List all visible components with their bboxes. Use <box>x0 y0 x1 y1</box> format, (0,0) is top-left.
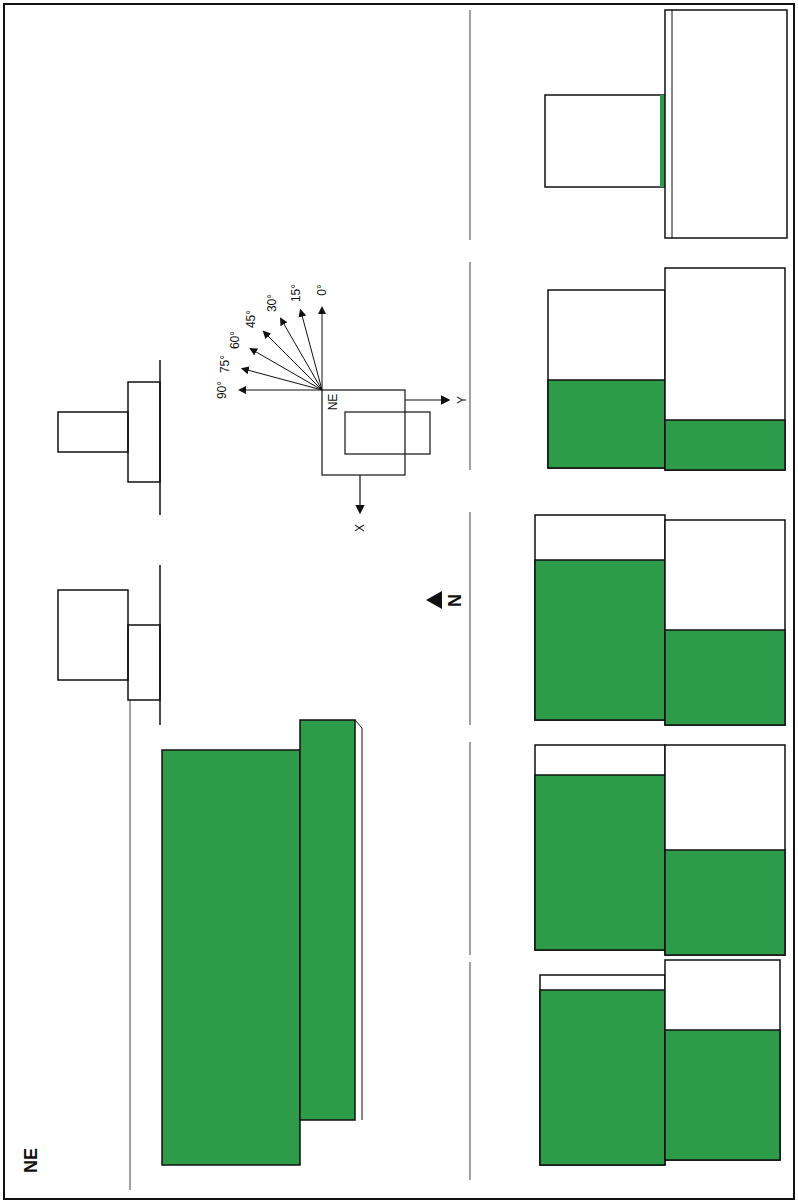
perspective-views <box>130 10 787 1190</box>
axis-label: 75° <box>218 355 232 373</box>
axis-label: N <box>445 594 466 607</box>
view-ray <box>243 369 322 390</box>
axis-label: X <box>353 524 367 532</box>
axis-label: Y <box>455 396 469 404</box>
axis-label: 15° <box>289 284 303 302</box>
view-rays <box>240 308 322 390</box>
axis-label: 60° <box>228 331 242 349</box>
elevation-outlines <box>58 360 160 725</box>
plan-view <box>322 390 448 512</box>
axis-label: NE <box>326 394 340 411</box>
axis-label: 30° <box>265 294 279 312</box>
frame <box>4 4 794 1199</box>
view-ray <box>301 311 322 390</box>
view-ray <box>240 390 322 391</box>
view-ray <box>251 349 322 390</box>
north-arrow <box>426 591 442 609</box>
axis-label: 45° <box>244 310 258 328</box>
sheet-title: NE <box>21 1147 42 1172</box>
axis-label: 90° <box>215 381 229 399</box>
view-ray <box>322 308 323 390</box>
axis-label: 0° <box>315 284 329 295</box>
